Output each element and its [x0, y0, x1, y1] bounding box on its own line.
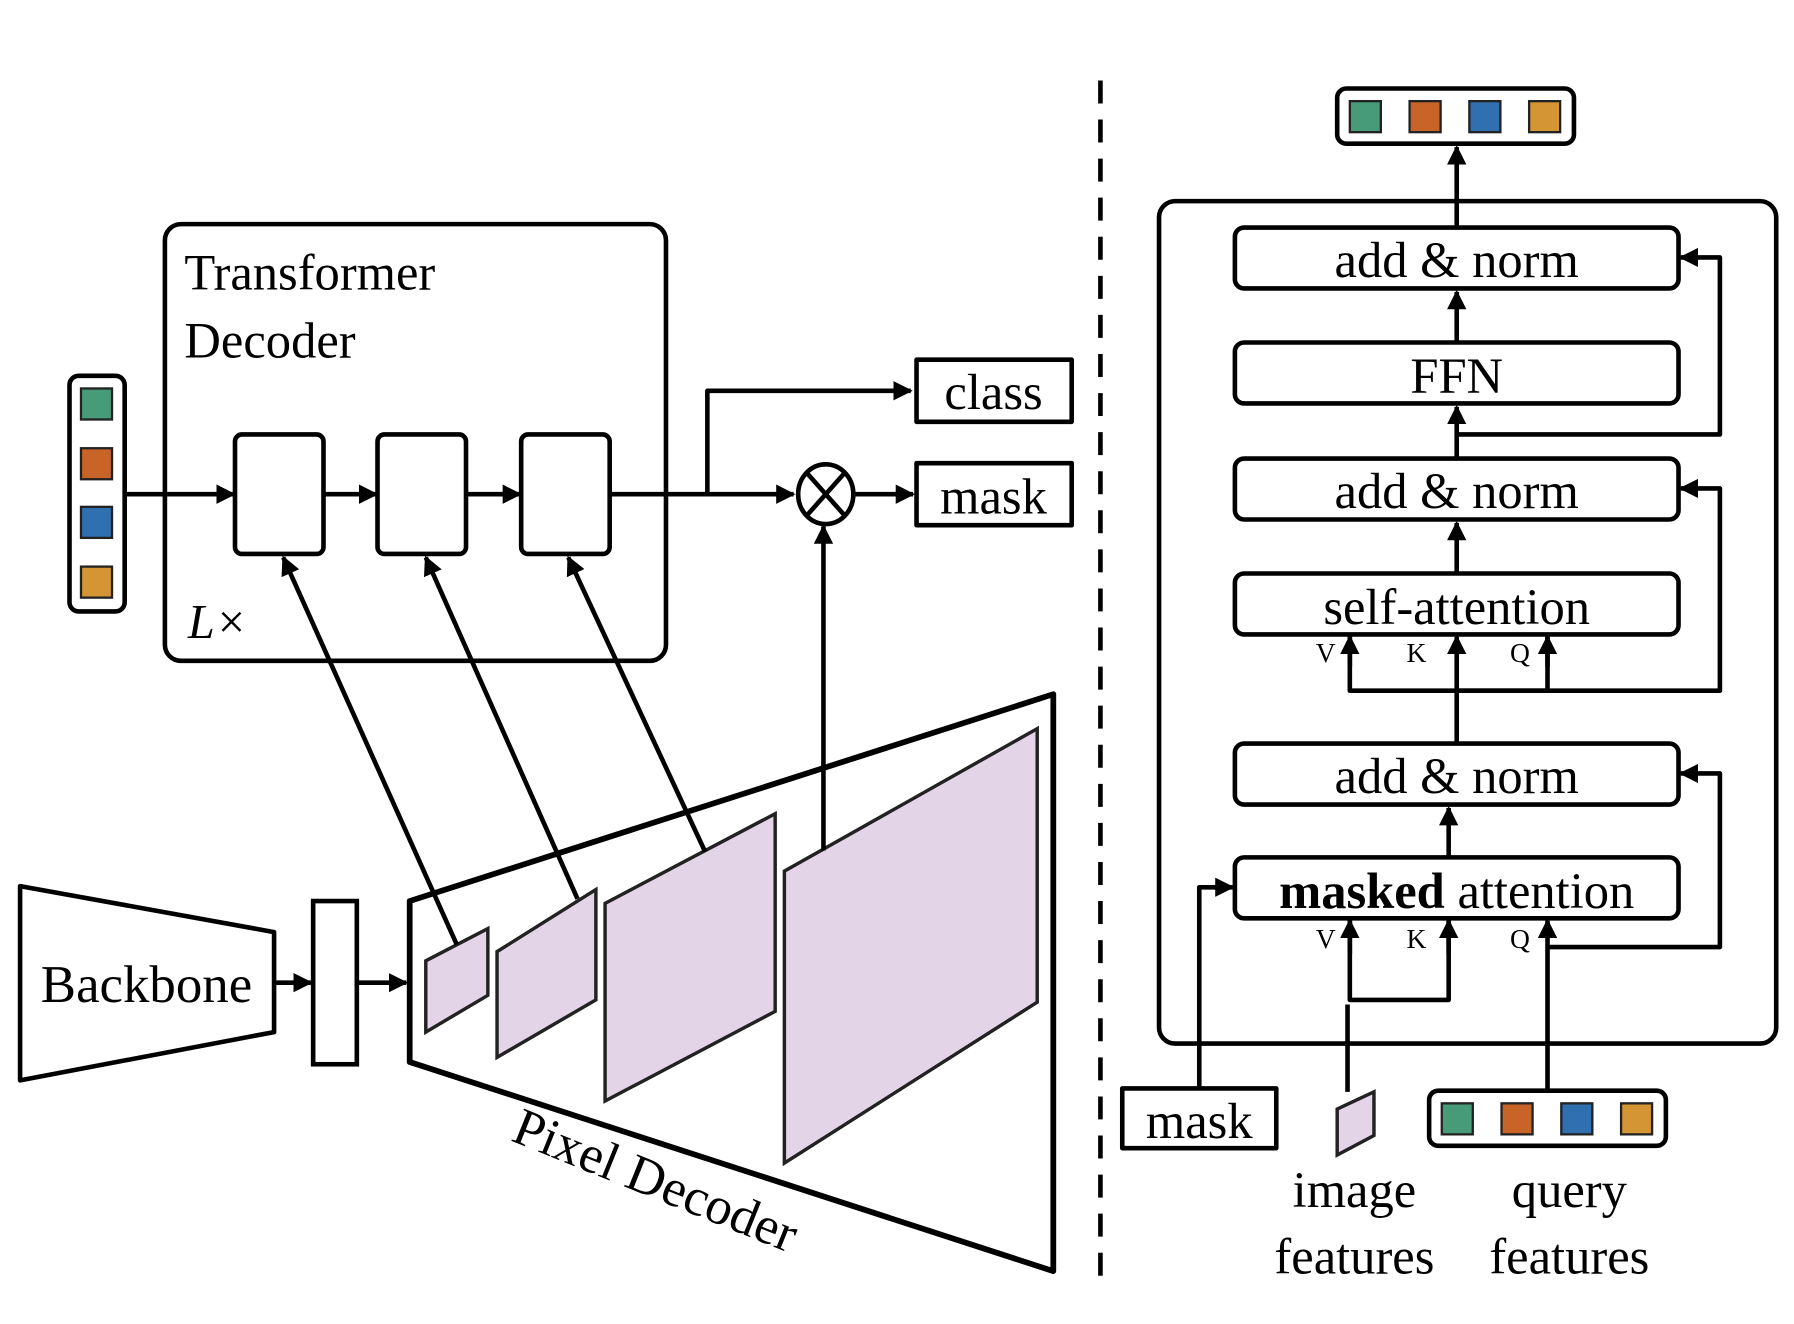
out-token-yellow	[1527, 99, 1562, 134]
masked-attention-label: masked attention	[1279, 863, 1634, 919]
out-token-orange	[1408, 99, 1442, 134]
left-panel: Transformer Decoder L× class mask Backbo…	[17, 221, 1074, 1275]
self-k-label: K	[1407, 637, 1427, 668]
masked-attention-rest: attention	[1445, 863, 1635, 919]
out-token-blue	[1468, 99, 1502, 134]
self-attention-label: self-attention	[1323, 579, 1590, 635]
residual-ffn	[1456, 247, 1723, 437]
decoder-layer-1	[232, 432, 326, 557]
out-token-green	[1348, 99, 1383, 134]
class-output-box	[914, 357, 1074, 425]
mask-input-label: mask	[1146, 1093, 1253, 1149]
masked-v-label: V	[1316, 923, 1336, 954]
pixel-decoder-label: Pixel Decoder	[505, 1097, 806, 1264]
self-q-label: Q	[1510, 637, 1530, 668]
token-orange	[79, 447, 114, 481]
right-panel: add & norm FFN add & norm self-attention…	[1119, 86, 1779, 1284]
residual-masked-attn	[1547, 763, 1723, 950]
query-features-label-2: features	[1489, 1228, 1649, 1284]
mask-output-box	[914, 460, 1074, 528]
decoder-layer-3	[518, 432, 612, 557]
class-output-label: class	[944, 364, 1042, 420]
feature-map-2	[495, 886, 598, 1061]
q-token-green	[1440, 1102, 1474, 1136]
arrow-mask-to-masked-attn	[1196, 877, 1235, 1089]
image-features-icon	[1335, 1089, 1376, 1158]
masked-attention-bold: masked	[1279, 863, 1445, 919]
self-v-label: V	[1316, 637, 1336, 668]
arrow-feature2-to-layer2	[423, 555, 580, 900]
backbone-label: Backbone	[41, 956, 252, 1014]
q-token-blue	[1560, 1102, 1594, 1136]
masked-attention-box	[1232, 855, 1681, 921]
residual-self-attn	[1456, 478, 1723, 694]
image-features-label-1: image	[1293, 1162, 1417, 1218]
pixel-decoder-shape	[406, 691, 1057, 1275]
feature-map-1	[424, 925, 490, 1036]
mask-input-box	[1119, 1086, 1279, 1151]
multiply-cross-b	[805, 471, 846, 517]
add-norm-top-label: add & norm	[1335, 232, 1579, 288]
arrow-feature1-to-layer1	[281, 555, 459, 946]
add-norm-mid-label: add & norm	[1335, 463, 1579, 519]
token-yellow	[79, 565, 114, 599]
feature-map-4	[782, 725, 1039, 1167]
token-blue	[79, 505, 114, 540]
repeat-label: L×	[187, 596, 247, 649]
arrow-feature3-to-layer3	[566, 555, 708, 853]
masked-attn-vk-bus	[1347, 920, 1451, 1003]
query-features-label-1: query	[1512, 1162, 1628, 1218]
feature-map-3	[603, 810, 777, 1104]
decoder-layer-container	[1156, 198, 1779, 1046]
token-green	[79, 387, 114, 421]
q-token-orange	[1500, 1102, 1534, 1136]
backbone-shape	[17, 883, 277, 1083]
output-tokens-row	[1334, 86, 1577, 146]
transformer-decoder-title-2: Decoder	[184, 312, 355, 368]
backbone-feature-box	[310, 898, 360, 1067]
mask-output-label: mask	[940, 469, 1047, 525]
add-norm-bottom-label: add & norm	[1335, 748, 1579, 804]
arrow-to-class	[705, 381, 913, 495]
masked-k-label: K	[1407, 923, 1427, 954]
ffn-label: FFN	[1410, 348, 1503, 404]
transformer-decoder-box	[162, 221, 669, 664]
image-features-label-2: features	[1274, 1228, 1434, 1284]
q-token-yellow	[1619, 1102, 1654, 1136]
query-features-row	[1426, 1088, 1669, 1149]
decoder-layer-2	[375, 432, 469, 557]
transformer-decoder-title-1: Transformer	[184, 245, 435, 301]
masked-q-label: Q	[1510, 923, 1530, 954]
